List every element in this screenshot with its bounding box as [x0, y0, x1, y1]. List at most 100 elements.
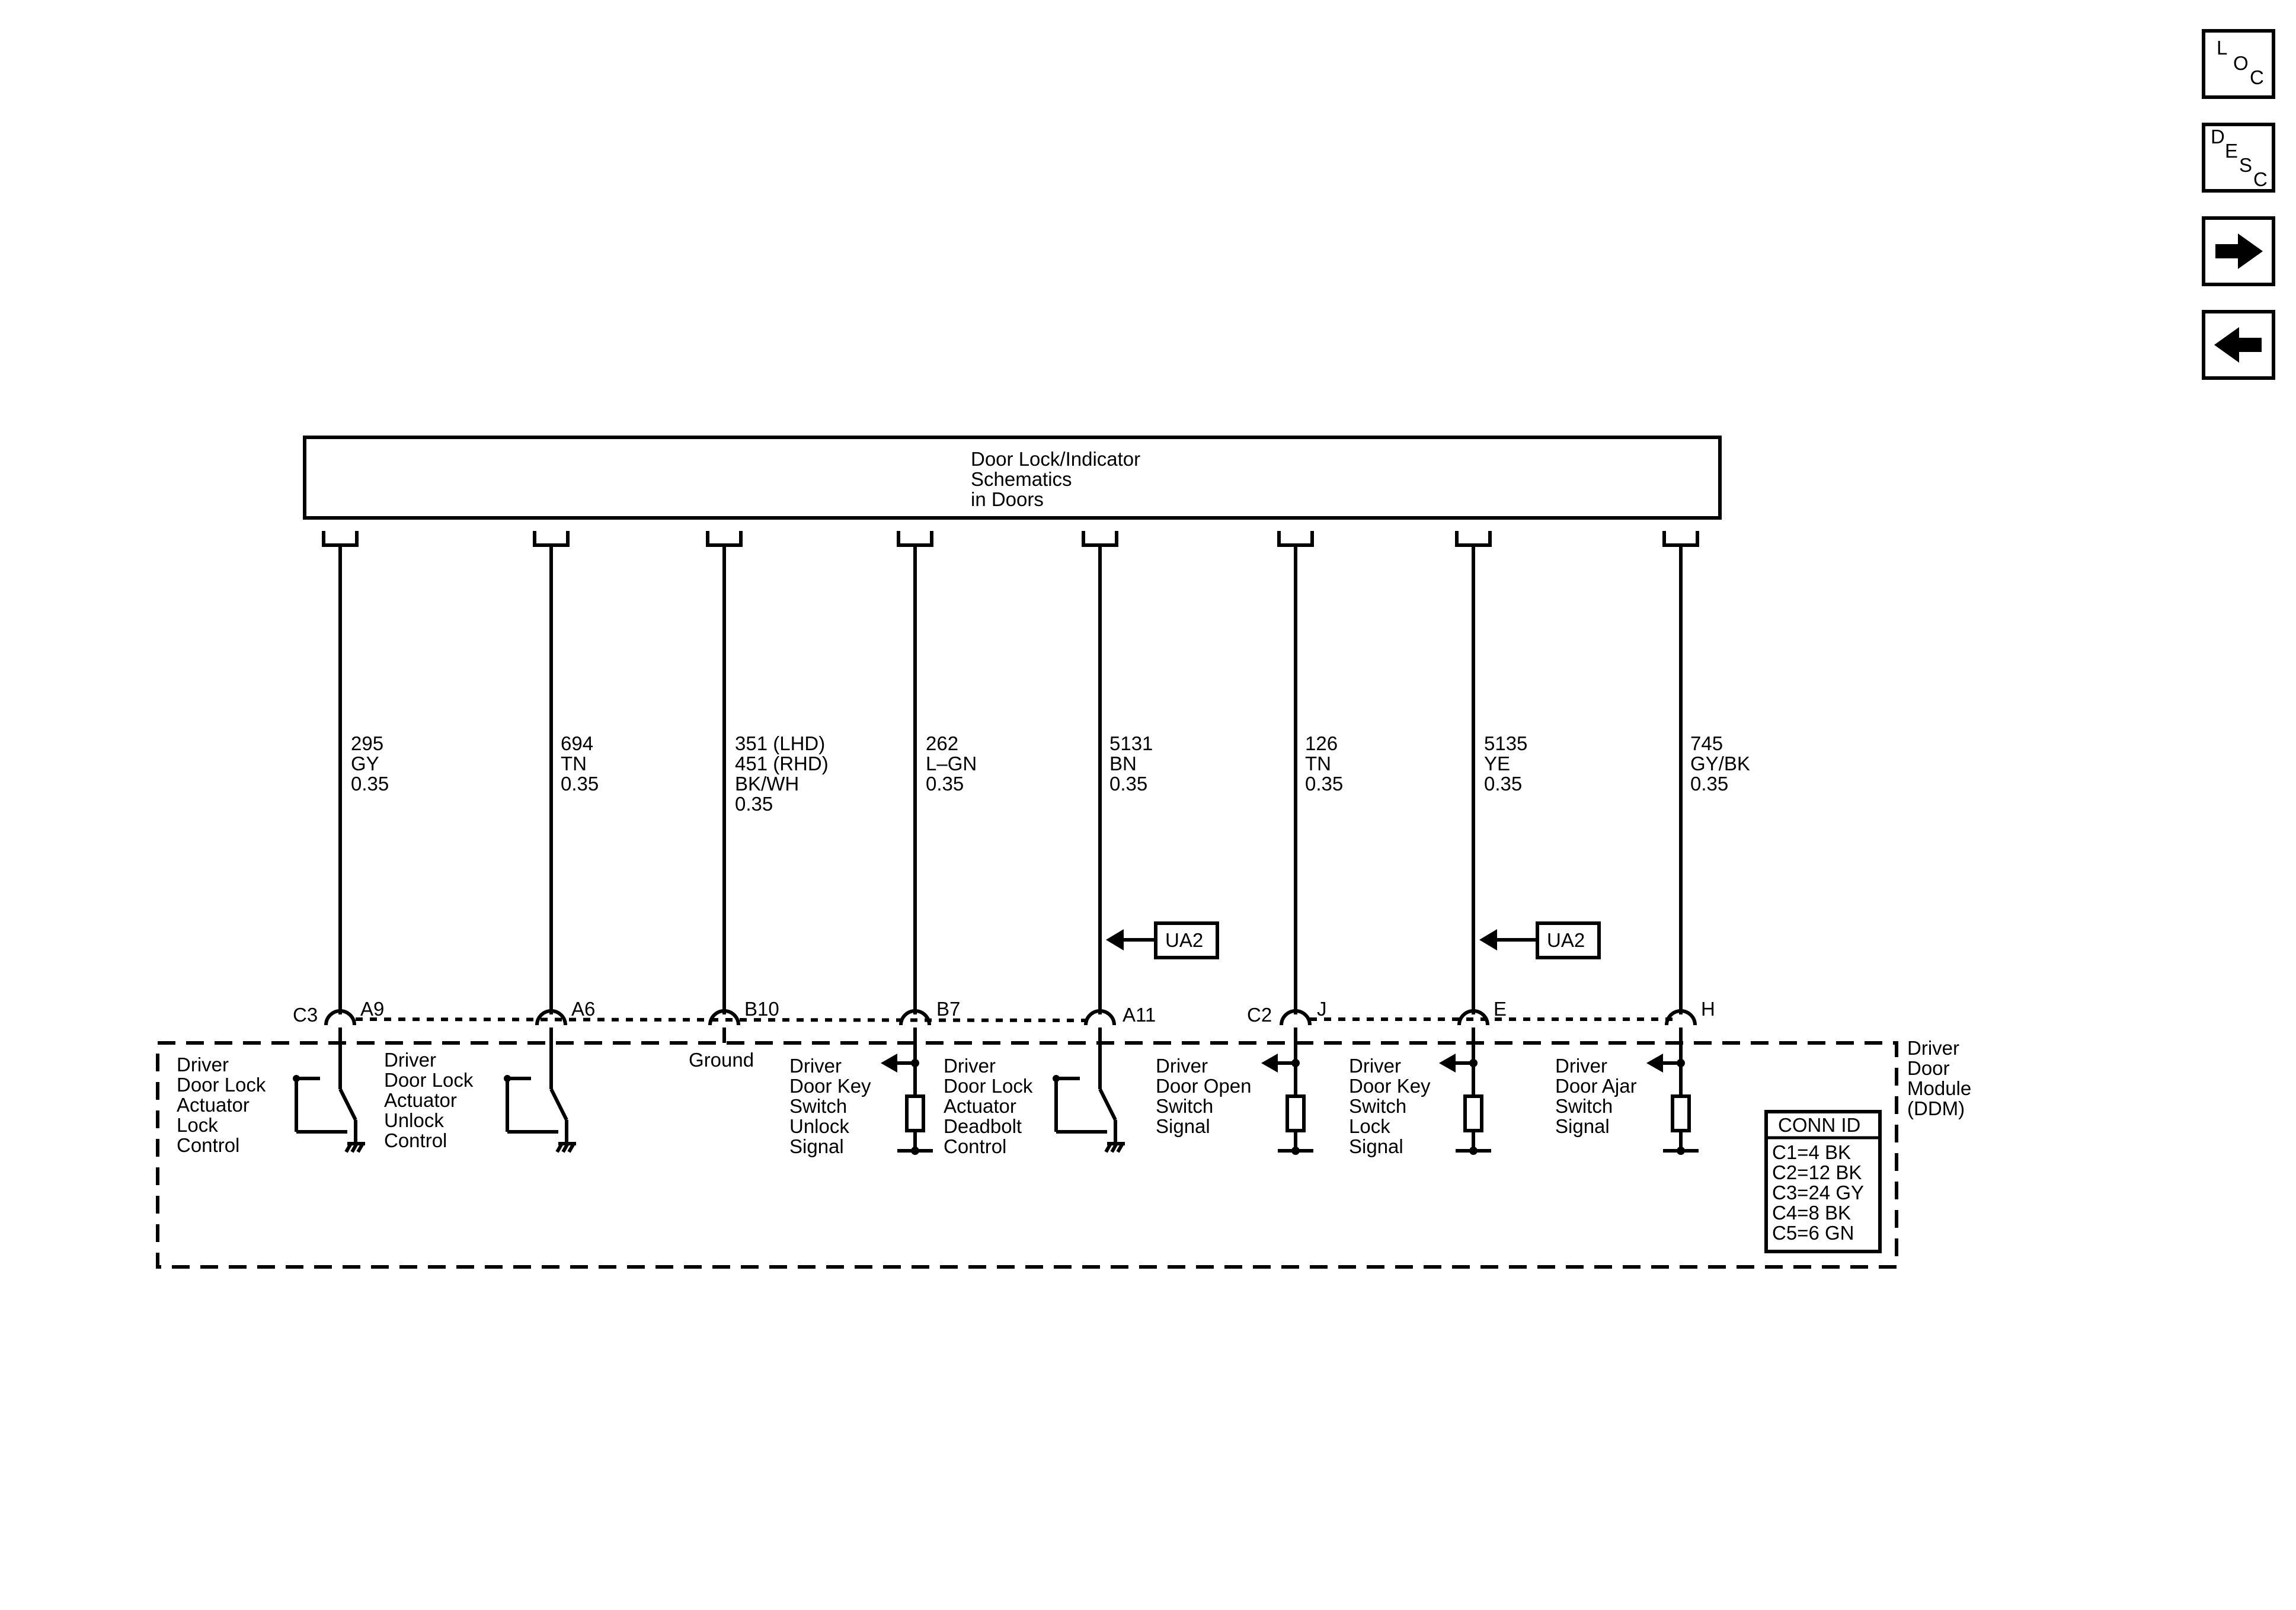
component-label-line3: in Doors [971, 488, 1044, 510]
label-key-unlock-5: Signal [789, 1135, 844, 1157]
pin-a11-label: A11 [1123, 1004, 1156, 1026]
label-door-ajar-1: Driver [1555, 1055, 1607, 1077]
ua2-label-2: UA2 [1547, 929, 1585, 951]
module-label-line1: Driver [1907, 1037, 1959, 1059]
label-unlock-ctrl-2: Door Lock [384, 1069, 474, 1091]
label-deadbolt-4: Deadbolt [944, 1115, 1022, 1137]
conn-id-table: CONN ID C1=4 BK C2=12 BK C3=24 GY C4=8 B… [1764, 1110, 1882, 1253]
wire5-label-line2: BN [1109, 753, 1137, 774]
pin-h-label: H [1701, 998, 1715, 1020]
label-lock-ctrl-1: Driver [177, 1054, 229, 1076]
back-button[interactable] [2202, 310, 2275, 380]
deadbolt-actuator-switch [1054, 1067, 1125, 1153]
wire7-label-line1: 5135 [1484, 732, 1527, 754]
pin-a6-label: A6 [571, 998, 595, 1020]
label-unlock-ctrl-1: Driver [384, 1049, 436, 1071]
label-door-ajar-4: Signal [1555, 1115, 1610, 1137]
desc-button[interactable]: D E S C [2202, 123, 2275, 193]
door-open-signal-input [1269, 1061, 1313, 1153]
label-door-open-2: Door Open [1156, 1075, 1251, 1097]
component-label-line2: Schematics [971, 468, 1072, 490]
loc-letter-l: L [2217, 37, 2227, 59]
wire1-label-line2: GY [351, 753, 379, 774]
pin-b7-label: B7 [936, 998, 960, 1020]
wire5-label-line3: 0.35 [1109, 773, 1147, 795]
label-deadbolt-1: Driver [944, 1055, 996, 1077]
wire8-label-line3: 0.35 [1690, 773, 1728, 795]
wire-126-tn [1277, 531, 1314, 1096]
module-label-line2: Door [1907, 1057, 1950, 1079]
label-door-ajar-3: Switch [1555, 1095, 1613, 1117]
wire2-label-line3: 0.35 [561, 773, 599, 795]
wire1-label-line1: 295 [351, 732, 383, 754]
wire-694-tn [533, 531, 570, 1067]
ground-label: Ground [689, 1049, 754, 1071]
module-label-line4: (DDM) [1907, 1097, 1965, 1119]
label-unlock-ctrl-4: Unlock [384, 1109, 444, 1131]
label-lock-ctrl-3: Actuator [177, 1094, 250, 1116]
pin-e-label: E [1494, 998, 1507, 1020]
wire4-label-line2: L–GN [926, 753, 977, 774]
wire-351-451-bkwh [706, 531, 743, 1043]
label-deadbolt-2: Door Lock [944, 1075, 1033, 1097]
label-key-unlock-2: Door Key [789, 1075, 871, 1097]
label-key-lock-1: Driver [1349, 1055, 1401, 1077]
wire-262-lgn [897, 531, 933, 1096]
label-door-ajar-2: Door Ajar [1555, 1075, 1637, 1097]
wire-5131-bn [1082, 531, 1118, 1067]
component-label-line1: Door Lock/Indicator [971, 448, 1140, 470]
label-unlock-ctrl-3: Actuator [384, 1089, 457, 1111]
label-deadbolt-5: Control [944, 1135, 1006, 1157]
conn-id-title: CONN ID [1778, 1114, 1860, 1136]
wire8-label-line1: 745 [1690, 732, 1723, 754]
conn-id-row-c1: C1=4 BK [1772, 1141, 1851, 1163]
wire6-label-line2: TN [1305, 753, 1331, 774]
label-door-open-1: Driver [1156, 1055, 1208, 1077]
wire-5135-ye [1455, 531, 1492, 1096]
label-key-lock-2: Door Key [1349, 1075, 1431, 1097]
arrow-left-icon [2214, 327, 2262, 363]
ua2-reference-1[interactable]: UA2 [1106, 921, 1219, 959]
label-lock-ctrl-2: Door Lock [177, 1074, 266, 1096]
loc-button[interactable]: L O C [2202, 29, 2275, 99]
ddm-module-box [156, 1041, 1898, 1269]
wire4-label-line1: 262 [926, 732, 958, 754]
label-key-lock-5: Signal [1349, 1135, 1403, 1157]
wire3-label-line2: 451 (RHD) [735, 753, 829, 774]
forward-button[interactable] [2202, 216, 2275, 286]
desc-letter-s: S [2239, 154, 2252, 176]
wire4-label-line3: 0.35 [926, 773, 964, 795]
label-key-lock-3: Switch [1349, 1095, 1406, 1117]
desc-letter-e: E [2225, 140, 2238, 162]
door-lock-indicator-component: Door Lock/Indicator Schematics in Doors [303, 436, 1722, 520]
wire8-label-line2: GY/BK [1690, 753, 1750, 774]
desc-letter-d: D [2211, 126, 2225, 148]
ua2-reference-2[interactable]: UA2 [1479, 921, 1601, 959]
wire7-label-line3: 0.35 [1484, 773, 1522, 795]
label-lock-ctrl-4: Lock [177, 1114, 218, 1136]
label-unlock-ctrl-5: Control [384, 1129, 447, 1151]
unlock-actuator-switch [506, 1067, 576, 1153]
label-key-unlock-1: Driver [789, 1055, 842, 1077]
door-ajar-signal-input [1655, 1061, 1699, 1153]
desc-letter-c: C [2253, 168, 2268, 190]
loc-letter-c: C [2250, 66, 2264, 88]
wire1-label-line3: 0.35 [351, 773, 389, 795]
wire3-label-line3: BK/WH [735, 773, 799, 795]
conn-id-row-c4: C4=8 BK [1772, 1202, 1851, 1224]
connector-c3-label: C3 [293, 1004, 318, 1026]
wire7-label-line2: YE [1484, 753, 1510, 774]
wire5-label-line1: 5131 [1109, 732, 1153, 754]
pin-j-label: J [1317, 998, 1327, 1020]
key-lock-signal-input [1447, 1061, 1491, 1153]
lock-actuator-switch [295, 1067, 365, 1153]
wire3-label-line1: 351 (LHD) [735, 732, 825, 754]
loc-letter-o: O [2233, 52, 2249, 74]
label-door-open-4: Signal [1156, 1115, 1210, 1137]
connector-c3-link [355, 1017, 1089, 1022]
conn-id-row-c2: C2=12 BK [1772, 1161, 1862, 1183]
key-unlock-signal-input [889, 1061, 933, 1153]
label-key-unlock-4: Unlock [789, 1115, 849, 1137]
wire6-label-line1: 126 [1305, 732, 1338, 754]
